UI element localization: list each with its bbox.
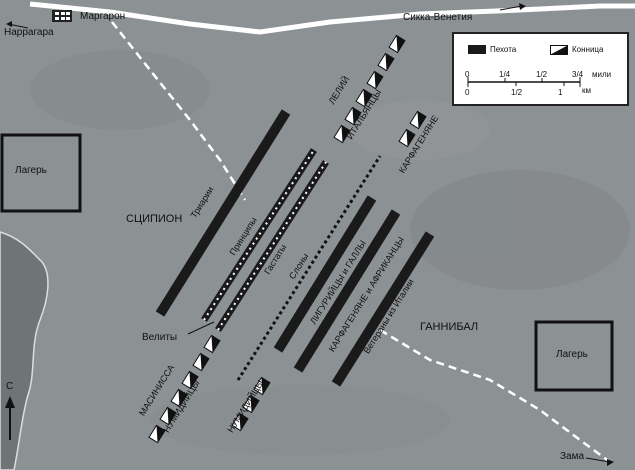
cavalry-masinissa bbox=[148, 334, 221, 444]
miles-unit: мили bbox=[592, 70, 612, 79]
cavalry-carthage bbox=[398, 110, 427, 148]
arrow-sikka-icon bbox=[499, 3, 526, 11]
miles-tick-3: 3/4 bbox=[572, 70, 584, 79]
label-margaron: Маргарон bbox=[80, 11, 126, 22]
km-tick-0: 0 bbox=[465, 88, 470, 97]
track-north bbox=[111, 21, 247, 201]
label-hannibal: ГАННИБАЛ bbox=[420, 321, 479, 333]
road-north bbox=[29, 1, 635, 35]
miles-tick-1: 1/4 bbox=[499, 70, 511, 79]
terrain-texture bbox=[30, 50, 630, 455]
north-arrow-icon bbox=[5, 396, 15, 440]
km-tick-2: 1 bbox=[558, 88, 563, 97]
cavalry-lelius bbox=[333, 34, 406, 144]
legend-infantry-label: Пехота bbox=[490, 45, 517, 54]
veterans-line bbox=[331, 231, 435, 387]
camp-right bbox=[534, 320, 614, 392]
legend-scale bbox=[467, 77, 581, 87]
miles-tick-2: 1/2 bbox=[536, 70, 548, 79]
km-unit: км bbox=[582, 86, 591, 95]
principes-line-dots bbox=[203, 149, 315, 321]
hastati-line bbox=[215, 160, 329, 332]
label-scipio: СЦИПИОН bbox=[126, 213, 183, 225]
label-zama: Зама bbox=[560, 451, 585, 462]
arrow-zama-icon bbox=[585, 457, 614, 466]
km-tick-1: 1/2 bbox=[511, 88, 523, 97]
ligurians-line bbox=[273, 195, 377, 353]
label-velites: Велиты bbox=[142, 332, 178, 343]
legend: Пехота Конница 0 1/4 1/2 3/4 мили 0 1/2 … bbox=[452, 32, 629, 106]
legend-infantry-swatch bbox=[468, 45, 486, 54]
label-narragara: Наррагара bbox=[4, 27, 54, 38]
river-shore bbox=[0, 231, 49, 470]
legend-cavalry-swatch bbox=[550, 45, 568, 55]
cavalry-carthage-numidians bbox=[231, 376, 271, 432]
arrow-narragara-icon bbox=[6, 21, 29, 29]
label-sikka: Сикка-Венетия bbox=[403, 12, 473, 23]
track-south bbox=[379, 328, 611, 464]
africans-line bbox=[293, 209, 401, 373]
camp-right-label: Лагерь bbox=[556, 349, 588, 360]
triarii-line bbox=[155, 109, 291, 317]
camp-left-label: Лагерь bbox=[15, 165, 47, 176]
camp-left bbox=[0, 133, 82, 213]
legend-cavalry-label: Конница bbox=[572, 45, 604, 54]
miles-tick-0: 0 bbox=[465, 70, 470, 79]
velites-pointer bbox=[187, 321, 215, 335]
elephants-line bbox=[236, 155, 382, 381]
north-label: С bbox=[6, 381, 14, 392]
town-icon bbox=[52, 10, 72, 22]
